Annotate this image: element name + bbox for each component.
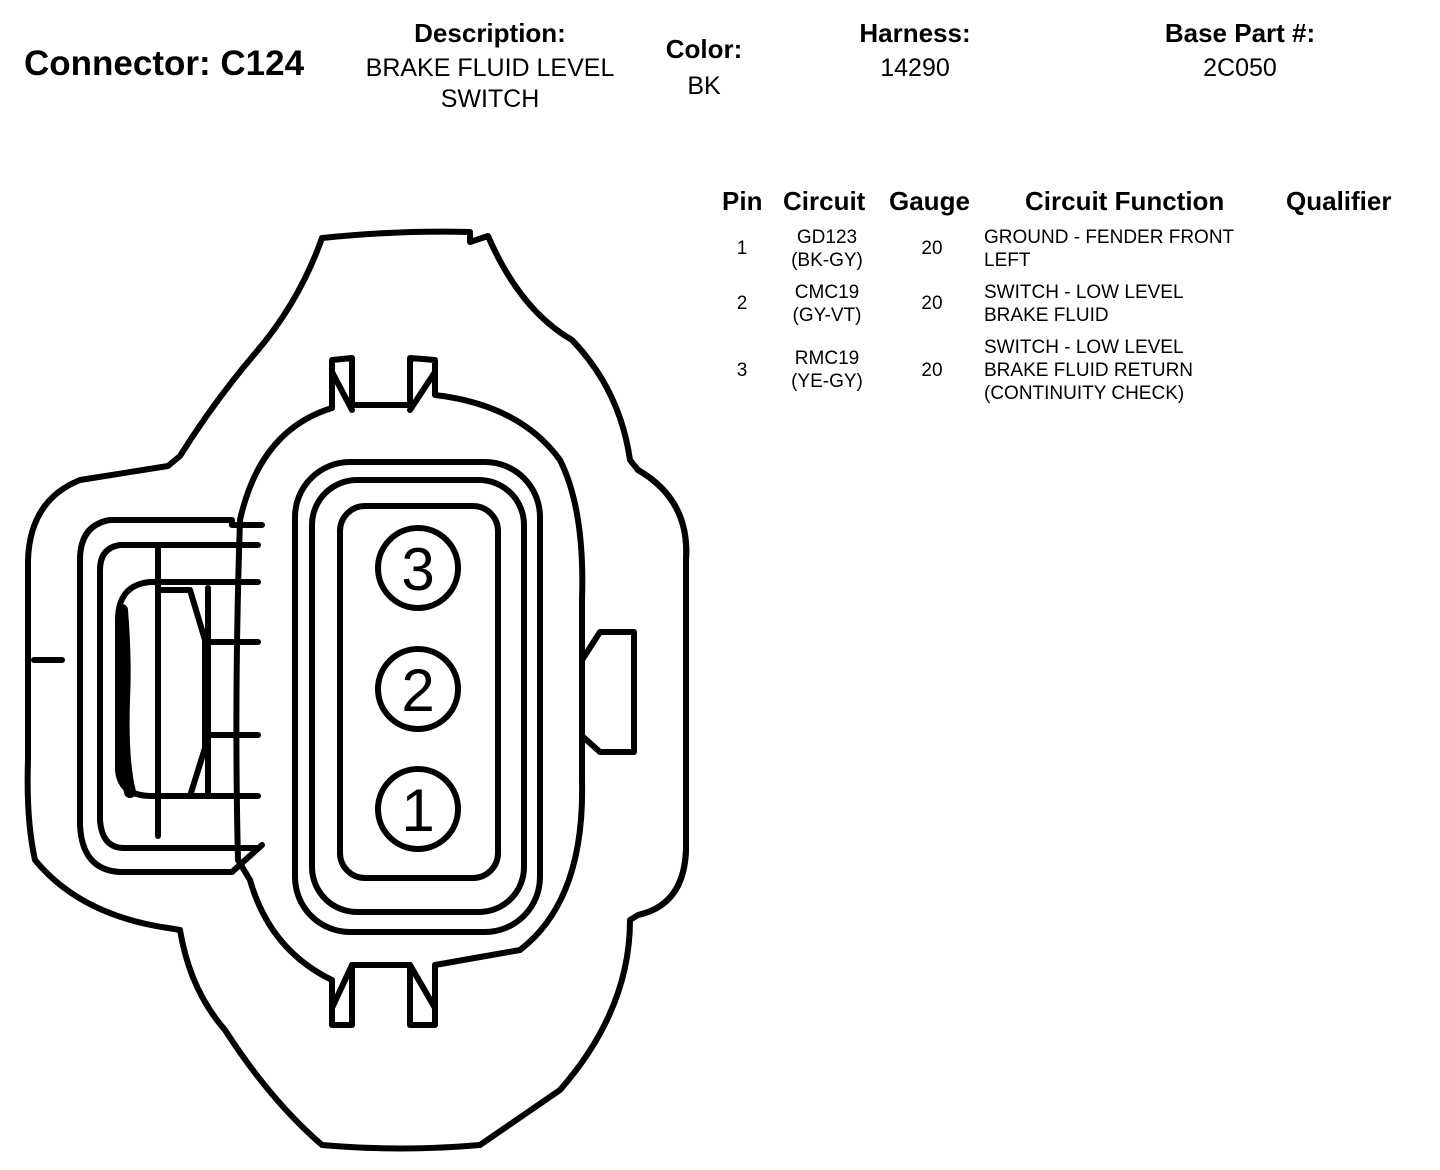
header-pin: Pin <box>722 186 763 216</box>
row-1-function-line-2: LEFT <box>984 250 1031 271</box>
right-tab-outline <box>635 467 690 918</box>
base-part-value: 2C050 <box>1203 54 1277 82</box>
latch-lever <box>115 579 261 799</box>
base-part-block: Base Part #: 2C050 <box>1110 18 1370 84</box>
description-label: Description: <box>414 18 566 48</box>
row-1-pin: 1 <box>736 238 748 259</box>
row-3-function-line-1: SWITCH - LOW LEVEL <box>984 337 1184 358</box>
row-1-circuit: GD123 <box>796 227 858 248</box>
connector-title: Connector: C124 <box>24 44 305 83</box>
row-2-pin: 2 <box>736 293 748 314</box>
pin-1-circle <box>375 766 461 852</box>
row-3-function-line-3: (CONTINUITY CHECK) <box>984 383 1185 404</box>
color-label: Color: <box>665 34 743 64</box>
color-value: BK <box>687 72 721 100</box>
row-3-gauge: 20 <box>921 360 943 381</box>
header-circuit-function: Circuit Function <box>1025 186 1225 216</box>
pin-2-label: 2 <box>401 657 434 724</box>
latch-lever-slant <box>155 587 208 799</box>
description-block: Description: BRAKE FLUID LEVEL SWITCH <box>340 18 640 115</box>
pin-3-label: 3 <box>401 536 434 603</box>
row-2-circuit: CMC19 <box>794 282 860 303</box>
row-2-wire-color: (GY-VT) <box>792 305 862 326</box>
plug-shell <box>233 355 586 1028</box>
harness-block: Harness: 14290 <box>820 18 1010 84</box>
row-1-gauge: 20 <box>921 238 943 259</box>
row-2-gauge: 20 <box>921 293 943 314</box>
row-2-function-line-1: SWITCH - LOW LEVEL <box>984 282 1184 303</box>
header-gauge: Gauge <box>889 186 970 216</box>
plug-key-bottom-right <box>407 962 438 1011</box>
row-3-pin: 3 <box>736 360 748 381</box>
row-2-function-line-2: BRAKE FLUID <box>984 305 1109 326</box>
row-3-function-line-2: BRAKE FLUID RETURN <box>984 360 1194 381</box>
row-1-wire-color: (BK-GY) <box>791 250 863 271</box>
cavity-outer <box>292 459 543 935</box>
harness-label: Harness: <box>859 18 971 48</box>
description-line-2: SWITCH <box>440 85 540 113</box>
cavity-inner <box>337 503 501 881</box>
right-tab <box>579 629 637 755</box>
latch-shadow <box>116 604 136 798</box>
connector-face-diagram: 3 2 1 <box>24 228 690 1152</box>
description-line-1: BRAKE FLUID LEVEL <box>365 54 615 82</box>
header-circuit: Circuit <box>783 186 866 216</box>
pin-3-circle <box>375 525 461 611</box>
color-block: Color: BK <box>644 34 764 102</box>
base-part-label: Base Part #: <box>1164 18 1316 48</box>
pin-2-circle <box>375 646 461 732</box>
cavity-middle <box>309 477 527 915</box>
row-3-wire-color: (YE-GY) <box>791 371 863 392</box>
plug-key-top-right <box>407 369 438 413</box>
housing-outline <box>24 228 690 1152</box>
harness-value: 14290 <box>880 54 950 82</box>
latch-housing <box>77 517 265 875</box>
header-qualifier: Qualifier <box>1286 186 1392 216</box>
row-1-function-line-1: GROUND - FENDER FRONT <box>984 227 1235 248</box>
row-3-circuit: RMC19 <box>794 348 860 369</box>
plug-key-bottom-left <box>329 962 355 1011</box>
latch-inner <box>97 542 261 851</box>
plug-key-top-left <box>329 369 355 413</box>
pin-1-label: 1 <box>401 777 434 844</box>
